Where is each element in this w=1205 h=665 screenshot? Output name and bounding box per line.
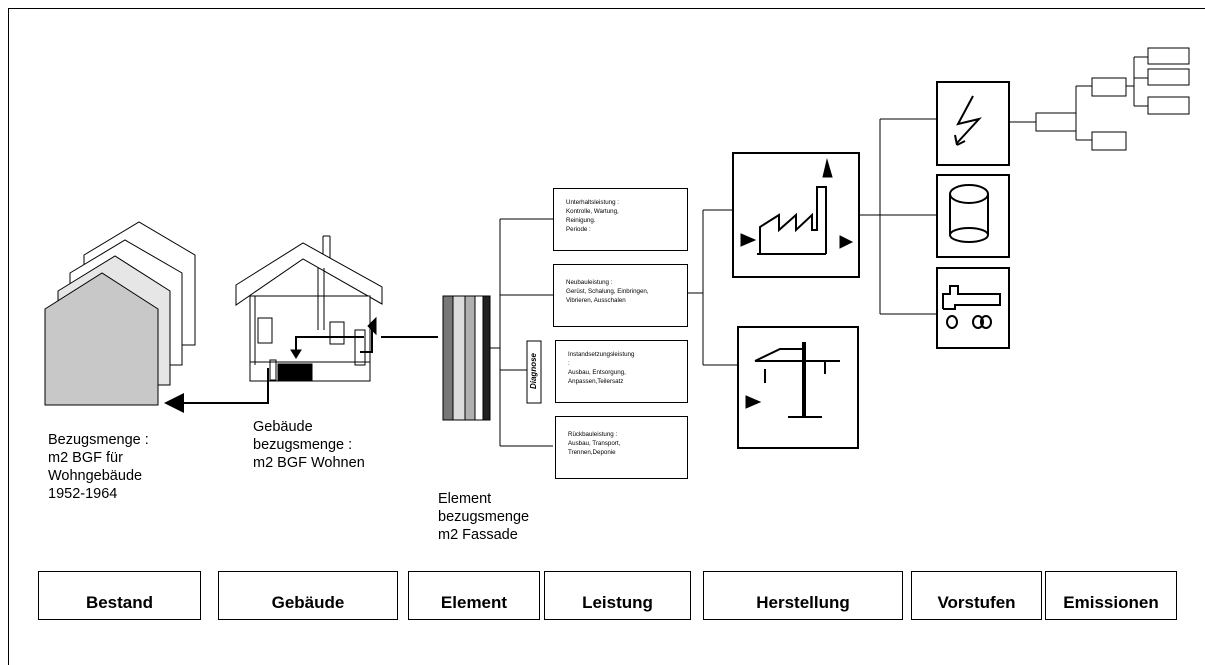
factory-icon <box>732 152 860 278</box>
building-section-icon <box>235 235 383 382</box>
truck-icon <box>936 267 1010 349</box>
leistung-box-neubau: Neubauleistung : Gerüst, Schalung, Einbr… <box>553 264 688 327</box>
leistung-box-unterhalt: Unterhaltsleistung : Kontrolle, Wartung,… <box>553 188 688 251</box>
category-vorstufen: Vorstufen <box>911 571 1042 620</box>
crane-icon <box>737 326 859 449</box>
diagram-frame <box>8 8 1205 665</box>
category-gebaeude: Gebäude <box>218 571 398 620</box>
category-emissionen: Emissionen <box>1045 571 1177 620</box>
diagnose-label: Diagnose <box>529 353 538 390</box>
leistung-box-instandsetzung: Instandsetzungsleistung : Ausbau, Entsor… <box>555 340 688 403</box>
emissions-tree-boxes <box>1035 47 1190 151</box>
leistung-branch-lines <box>490 209 738 447</box>
bestand-reference-label: Bezugsmenge : m2 BGF für Wohngebäude 195… <box>48 432 149 503</box>
tank-icon <box>936 174 1010 258</box>
category-herstellung: Herstellung <box>703 571 903 620</box>
category-bestand: Bestand <box>38 571 201 620</box>
gebaeude-reference-label: Gebäude bezugsmenge : m2 BGF Wohnen <box>253 419 365 472</box>
diagnose-box <box>526 340 542 404</box>
houses-icon <box>44 221 196 406</box>
facade-element-icon <box>442 295 491 421</box>
element-reference-label: Element bezugsmenge m2 Fassade <box>438 491 530 544</box>
category-leistung: Leistung <box>544 571 691 620</box>
leistung-box-rueckbau: Rückbauleistung : Ausbau, Transport, Tre… <box>555 416 688 479</box>
category-element: Element <box>408 571 540 620</box>
electricity-icon <box>936 81 1010 166</box>
arrow-to-bestand <box>164 368 269 413</box>
